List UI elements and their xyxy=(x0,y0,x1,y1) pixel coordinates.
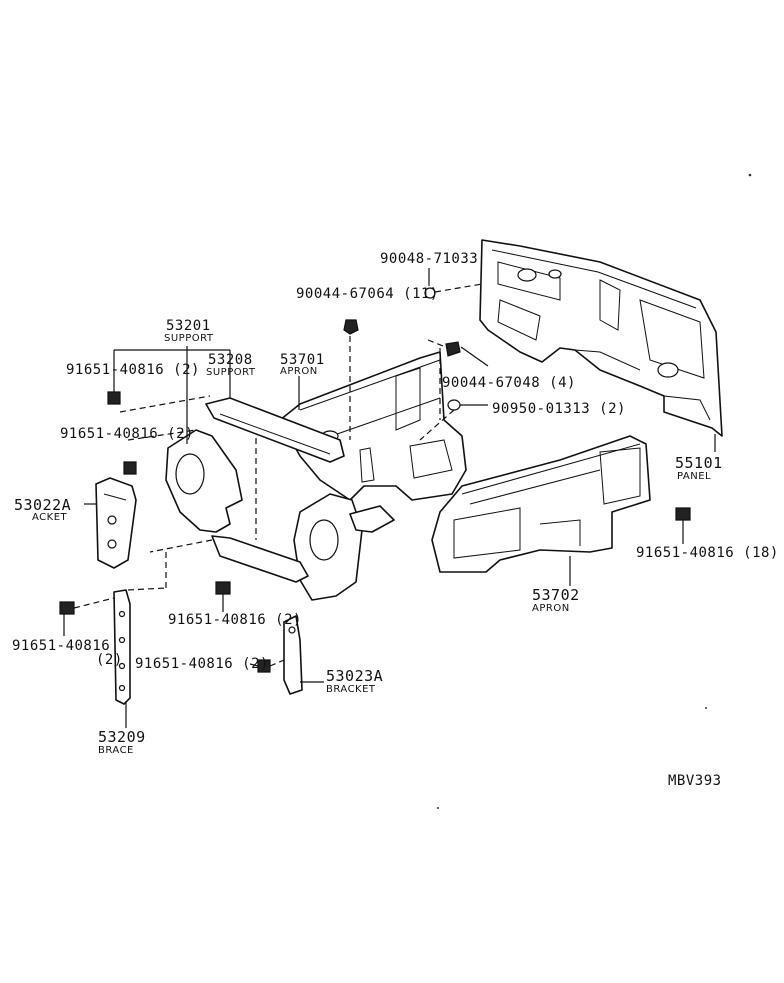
bolt-91651f-icon xyxy=(257,659,271,673)
scan-speck xyxy=(437,807,439,809)
label-55101-number: 55101 xyxy=(675,454,723,472)
label-53209-name: BRACE xyxy=(98,745,134,756)
label-53201-name: SUPPORT xyxy=(164,333,214,344)
label-90044a: 90044-67064 (11) xyxy=(296,286,439,302)
diagram-code: MBV393 xyxy=(668,773,722,789)
label-90950: 90950-01313 (2) xyxy=(492,401,626,417)
bolt-91651a-icon xyxy=(107,391,121,405)
nut-90048-icon xyxy=(424,287,436,299)
label-53209-number: 53209 xyxy=(98,728,146,746)
label-53701-number: 53701 xyxy=(280,352,325,368)
brace-53209-shape xyxy=(113,589,131,705)
clip-90044a-icon xyxy=(343,319,359,335)
label-91651e-line2: (2) xyxy=(96,652,123,668)
label-53201-number: 53201 xyxy=(166,318,211,334)
label-53702-number: 53702 xyxy=(532,586,580,604)
label-53023A-number: 53023A xyxy=(326,667,383,685)
bolt-91651e-icon xyxy=(59,601,75,615)
label-53023A-name: BRACKET xyxy=(326,684,376,695)
assembly-dashed-lines xyxy=(73,283,483,667)
apron-53701-shape xyxy=(279,351,467,501)
bracket-53023A-shape xyxy=(283,615,303,695)
scan-speck xyxy=(748,173,752,177)
bolt-91651b-icon xyxy=(123,461,137,475)
label-90048: 90048-71033 xyxy=(380,251,478,267)
panel-55101-shape xyxy=(479,239,723,437)
scan-speck xyxy=(705,707,707,709)
bracket-53022A-shape xyxy=(95,477,137,569)
label-53208-number: 53208 xyxy=(208,352,253,368)
clip-90044b-icon xyxy=(445,341,461,357)
label-91651b: 91651-40816 (2) xyxy=(60,426,194,442)
label-55101-name: PANEL xyxy=(677,471,711,482)
label-53208-name: SUPPORT xyxy=(206,367,256,378)
bolt-91651d-icon xyxy=(215,581,231,595)
label-91651a: 91651-40816 (2) xyxy=(66,362,200,378)
label-53702-name: APRON xyxy=(532,603,570,614)
label-91651e-line1: 91651-40816 xyxy=(12,638,110,654)
fastener-icons xyxy=(59,287,691,673)
label-91651f: 91651-40816 (2) xyxy=(135,656,269,672)
apron-53702-shape xyxy=(431,435,651,573)
label-91651d: 91651-40816 (2) xyxy=(168,612,302,628)
label-53022A-number: 53022A xyxy=(14,496,71,514)
bolt-91651c-icon xyxy=(675,507,691,521)
label-90044b: 90044-67048 (4) xyxy=(442,375,576,391)
label-53022A-name: ACKET xyxy=(32,512,68,523)
grommet-90950-icon xyxy=(447,399,461,411)
label-53701-name: APRON xyxy=(280,366,318,377)
label-91651c: 91651-40816 (18) xyxy=(636,545,779,561)
leader-lines xyxy=(63,268,716,728)
